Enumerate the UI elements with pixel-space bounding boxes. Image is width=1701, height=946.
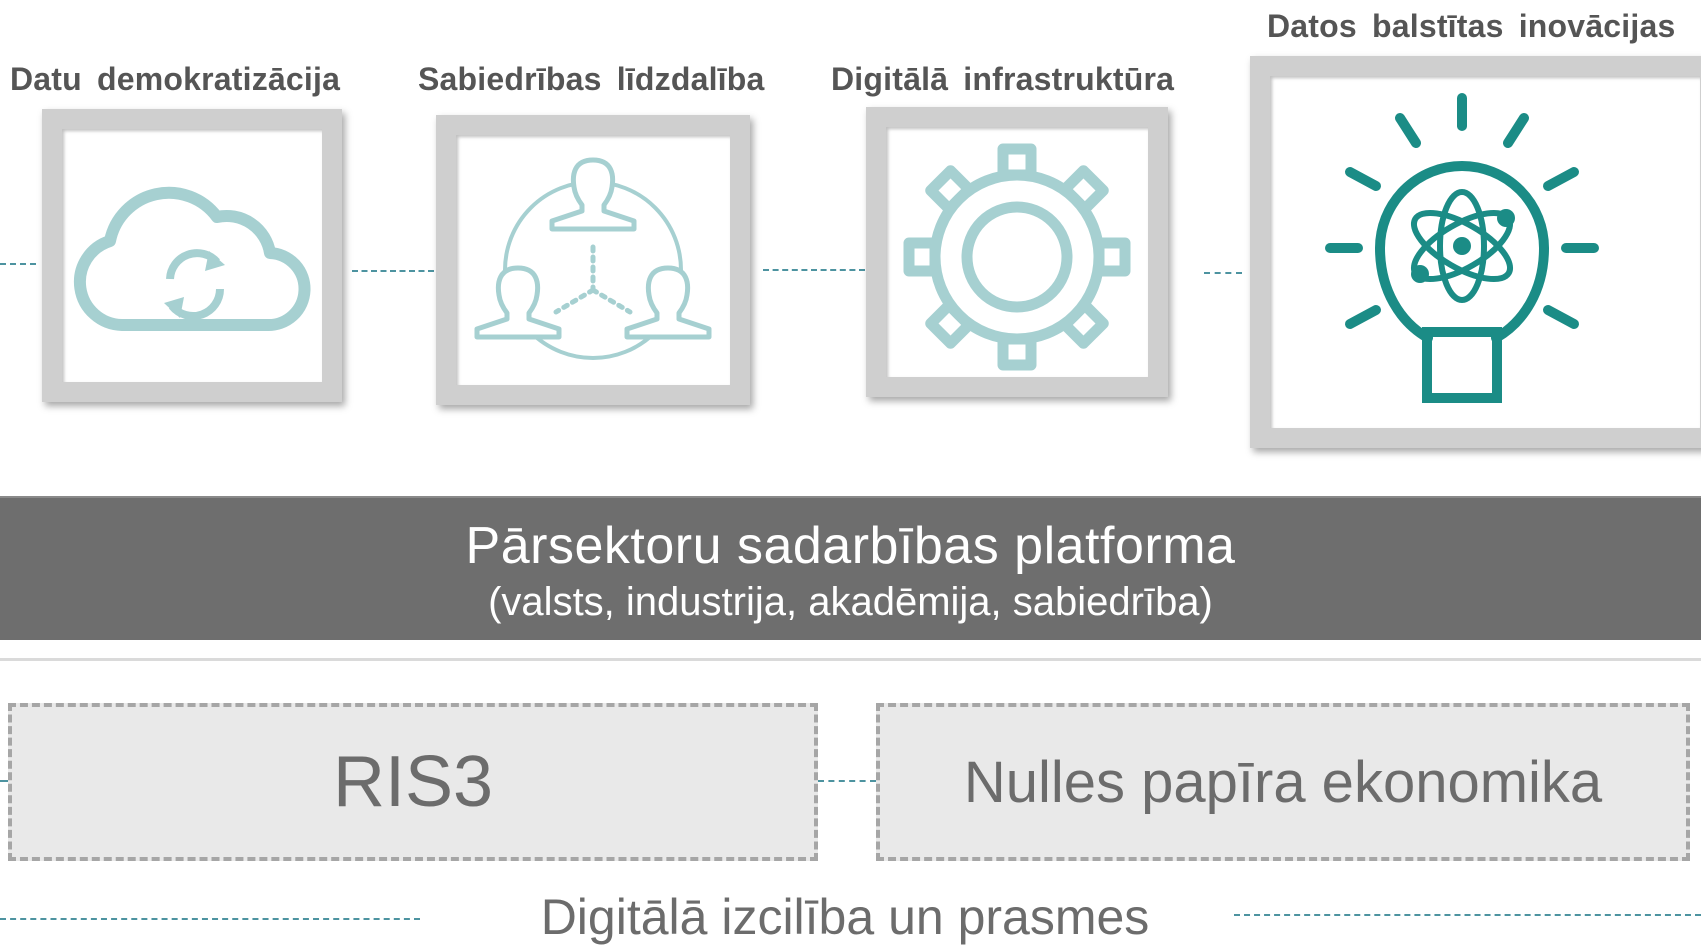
- lightbulb-atom-icon: [1325, 93, 1599, 403]
- pillar-frame-public-participation: [436, 115, 750, 405]
- connector-line: [352, 270, 434, 272]
- pillar-title-digital-infrastructure: Digitālā infrastruktūra: [831, 61, 1175, 97]
- pillar-frame-data-driven-innovation: [1250, 56, 1701, 448]
- foundation-label: Digitālā izcilība un prasmes: [540, 889, 1150, 945]
- pillar-title-public-participation: Sabiedrības līdzdalība: [418, 61, 765, 97]
- platform-title: Pārsektoru sadarbības platforma: [465, 517, 1236, 575]
- connector-line: [0, 263, 36, 265]
- gear-icon: [886, 143, 1148, 377]
- people-network-icon: [474, 157, 712, 360]
- pillar-frame-digital-infrastructure: [866, 107, 1168, 397]
- platform-subtitle: (valsts, industrija, akadēmija, sabiedrī…: [488, 580, 1213, 624]
- pillar-title-data-driven-innovation: Datos balstītas inovācijas: [1267, 8, 1676, 44]
- connector-line: [818, 780, 876, 782]
- pillar-frame-data-democratization: [42, 109, 342, 402]
- separator-line: [0, 658, 1701, 661]
- connector-line: [0, 780, 8, 782]
- connector-line: [763, 269, 865, 271]
- connector-line: [1234, 914, 1701, 916]
- connector-line: [0, 918, 420, 920]
- cross-sector-platform: Pārsektoru sadarbības platforma (valsts,…: [0, 498, 1701, 640]
- connector-line: [1204, 272, 1242, 274]
- pillar-title-data-democratization: Datu demokratizācija: [10, 61, 341, 97]
- initiative-label-zero-paper-economy: Nulles papīra ekonomika: [963, 749, 1603, 815]
- cloud-sync-icon: [73, 186, 311, 332]
- initiative-box-ris3: RIS3: [8, 703, 818, 861]
- initiative-label-ris3: RIS3: [332, 742, 494, 822]
- initiative-box-zero-paper-economy: Nulles papīra ekonomika: [876, 703, 1690, 861]
